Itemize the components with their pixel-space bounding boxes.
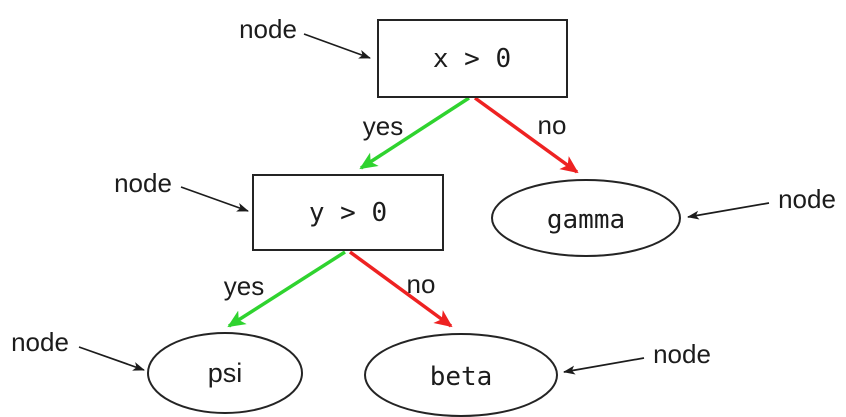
edge-label-no-root: no bbox=[538, 110, 567, 140]
edge-label-yes-y: yes bbox=[224, 271, 264, 301]
annotation-label-gamma: node bbox=[778, 184, 836, 214]
edge-yes-root bbox=[359, 96, 470, 170]
leaf-node-psi bbox=[147, 332, 303, 414]
annotation-arrow-y bbox=[180, 186, 249, 212]
decision-node-y bbox=[252, 174, 444, 251]
annotation-arrow-root bbox=[303, 33, 371, 59]
leaf-node-beta bbox=[364, 333, 558, 417]
leaf-node-gamma-label: gamma bbox=[547, 205, 625, 235]
annotation-arrow-beta bbox=[563, 357, 645, 375]
annotation-label-psi: node bbox=[11, 327, 69, 357]
leaf-node-gamma bbox=[491, 179, 681, 257]
edge-label-no-y: no bbox=[407, 269, 436, 299]
annotation-label-y: node bbox=[114, 168, 172, 198]
decision-node-x bbox=[377, 19, 568, 98]
annotation-arrow-gamma bbox=[687, 202, 770, 220]
edge-label-yes-root: yes bbox=[363, 111, 403, 141]
annotation-label-beta: node bbox=[653, 339, 711, 369]
edge-yes-y bbox=[227, 250, 346, 328]
annotation-arrow-psi bbox=[78, 346, 145, 371]
decision-node-x-label: x > 0 bbox=[433, 44, 511, 74]
annotation-label-root: node bbox=[239, 14, 297, 44]
edge-no-root bbox=[473, 96, 579, 174]
decision-node-y-label: y > 0 bbox=[309, 198, 387, 228]
leaf-node-beta-label: beta bbox=[430, 362, 493, 392]
leaf-node-psi-label: psi bbox=[208, 358, 243, 388]
edge-no-y bbox=[348, 250, 453, 328]
